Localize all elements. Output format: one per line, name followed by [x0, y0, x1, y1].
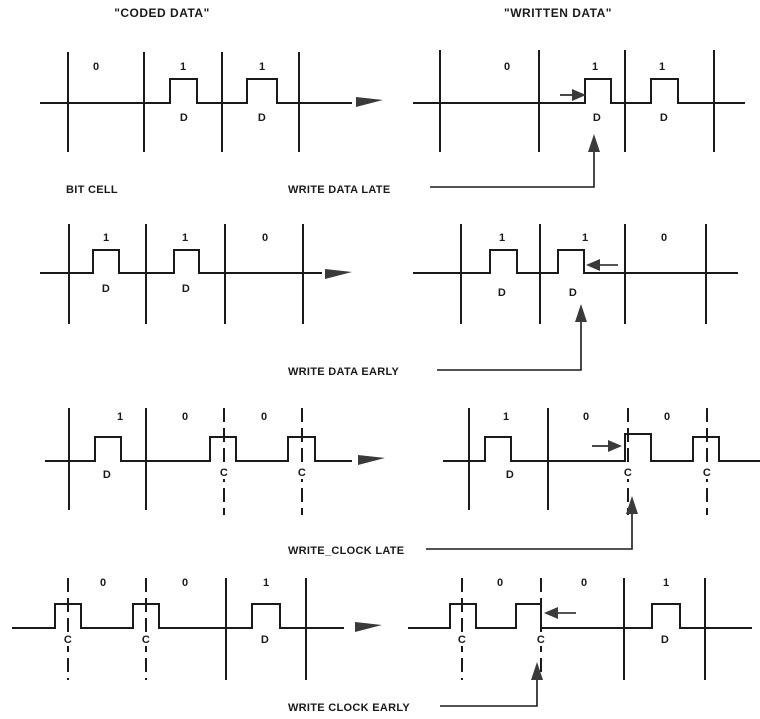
transform-arrow — [358, 455, 385, 465]
shift-arrow — [608, 440, 622, 452]
pulse-label-d: D — [593, 112, 601, 124]
bit-value: 0 — [504, 61, 510, 73]
bit-value: 1 — [659, 61, 665, 73]
row-1: 0 1 1 D D 0 1 1 D D BIT CELL WRITE DATA … — [40, 50, 745, 196]
bit-value: 0 — [182, 577, 188, 589]
pulse-label-d: D — [569, 287, 577, 299]
bit-value: 1 — [117, 411, 123, 423]
bit-value: 1 — [663, 577, 669, 589]
row-1-written-waveform: 0 1 1 D D — [413, 50, 745, 152]
bit-value: 0 — [261, 411, 267, 423]
bit-value: 1 — [259, 61, 265, 73]
bit-value: 0 — [93, 61, 99, 73]
pulse-label-c: C — [142, 634, 150, 646]
written-data-header: "WRITTEN DATA" — [504, 6, 612, 20]
bit-value: 1 — [180, 61, 186, 73]
pulse-label-d: D — [660, 112, 668, 124]
pointer-arrow — [575, 304, 587, 322]
row-1-coded-waveform: 0 1 1 D D — [40, 52, 352, 152]
pulse-label-c: C — [458, 634, 466, 646]
coded-data-header: "CODED DATA" — [114, 6, 210, 20]
row-3-written-waveform: 1 0 0 D C C — [443, 408, 760, 515]
pulse-label-d: D — [258, 112, 266, 124]
bit-value: 0 — [583, 411, 589, 423]
pulse-label-d: D — [180, 112, 188, 124]
bit-value: 0 — [661, 232, 667, 244]
pulse-label-d: D — [661, 634, 669, 646]
correction-label: WRITE DATA EARLY — [288, 366, 399, 378]
pulse-label-c: C — [537, 634, 545, 646]
shift-arrow — [586, 259, 600, 271]
pulse-label-c: C — [298, 467, 306, 479]
row-3: 1 0 0 D C C 1 0 0 D C C WRIT — [45, 408, 760, 557]
bit-value: 1 — [582, 232, 588, 244]
pulse-label-c: C — [703, 467, 711, 479]
row-3-coded-waveform: 1 0 0 D C C — [45, 408, 352, 515]
correction-label: WRITE CLOCK EARLY — [288, 702, 410, 714]
row-4-written-waveform: 0 0 1 C C D — [408, 577, 752, 680]
bit-cell-label: BIT CELL — [66, 184, 118, 196]
pointer-arrow — [626, 496, 638, 514]
pointer-arrow — [588, 134, 600, 152]
pulse-label-d: D — [103, 469, 111, 481]
pulse-label-d: D — [498, 287, 506, 299]
correction-label: WRITE_CLOCK LATE — [288, 545, 404, 557]
transform-arrow — [325, 269, 352, 279]
pulse-label-d: D — [182, 283, 190, 295]
bit-value: 0 — [262, 232, 268, 244]
bit-value: 1 — [182, 232, 188, 244]
bit-value: 0 — [497, 577, 503, 589]
bit-value: 1 — [503, 411, 509, 423]
row-4-coded-waveform: 0 0 1 C C D — [12, 577, 344, 680]
bit-value: 0 — [581, 577, 587, 589]
bit-value: 0 — [664, 411, 670, 423]
correction-label: WRITE DATA LATE — [288, 184, 390, 196]
pulse-label-d: D — [102, 283, 110, 295]
pulse-label-d: D — [261, 634, 269, 646]
bit-value: 1 — [103, 232, 109, 244]
bit-value: 1 — [499, 232, 505, 244]
pulse-label-d: D — [506, 469, 514, 481]
transform-arrow — [355, 622, 382, 632]
bit-value: 0 — [182, 411, 188, 423]
row-2: 1 1 0 D D 1 1 0 D D WRITE DATA EARLY — [40, 224, 738, 378]
pulse-label-c: C — [220, 467, 228, 479]
row-2-written-waveform: 1 1 0 D D — [413, 224, 738, 324]
row-2-coded-waveform: 1 1 0 D D — [40, 224, 322, 324]
bit-value: 0 — [100, 577, 106, 589]
pulse-label-c: C — [64, 634, 72, 646]
transform-arrow — [356, 97, 383, 107]
pulse-label-c: C — [624, 467, 632, 479]
shift-arrow — [572, 89, 586, 101]
row-4: 0 0 1 C C D 0 0 1 C C D WRIT — [12, 577, 752, 714]
bit-value: 1 — [592, 61, 598, 73]
pointer-arrow — [531, 662, 543, 680]
bit-value: 1 — [263, 577, 269, 589]
shift-arrow — [544, 607, 558, 619]
